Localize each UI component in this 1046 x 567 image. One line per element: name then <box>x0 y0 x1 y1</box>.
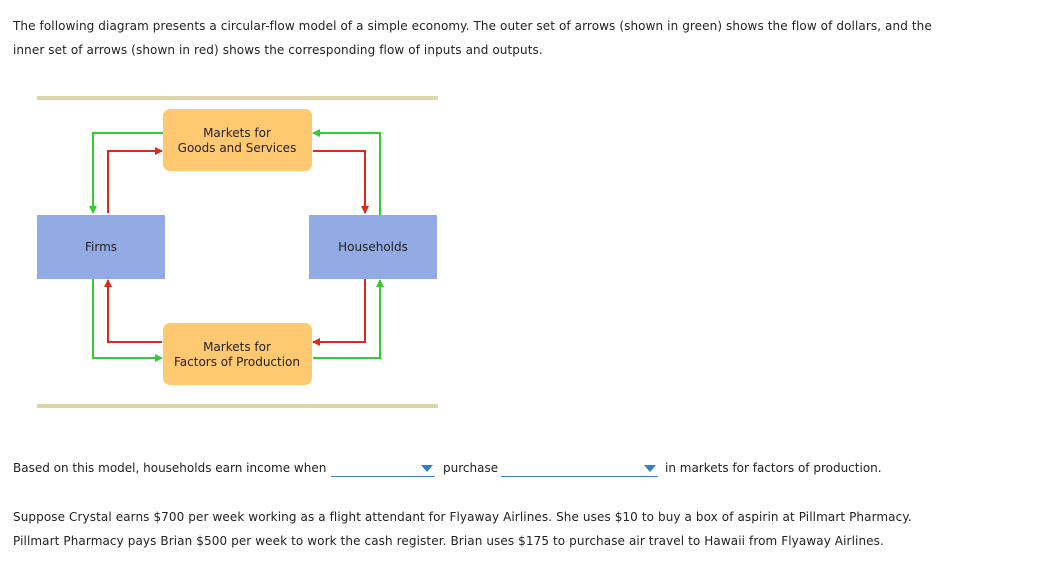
dropdown-earners[interactable] <box>331 460 435 477</box>
money-arrow-factors-to-households <box>313 279 384 359</box>
goods-market-label-2: Goods and Services <box>178 141 297 155</box>
factors-market-box <box>163 323 312 385</box>
story-line-1: Suppose Crystal earns $700 per week work… <box>13 510 912 524</box>
bottom-divider <box>37 404 438 408</box>
money-arrow-households-to-goods <box>312 129 381 215</box>
money-arrow-firms-to-factors <box>92 279 163 362</box>
chevron-down-icon <box>644 465 656 472</box>
top-divider <box>37 96 438 100</box>
question-prefix: Based on this model, households earn inc… <box>13 461 327 475</box>
goods-arrow-firms-to-goods-market <box>107 147 163 213</box>
dropdown-purchase[interactable] <box>501 460 658 477</box>
question-suffix: in markets for factors of production. <box>665 461 882 475</box>
goods-arrow-goods-market-to-households <box>313 150 369 214</box>
intro-line-1: The following diagram presents a circula… <box>13 19 932 33</box>
chevron-down-icon <box>421 465 433 472</box>
intro-line-2: inner set of arrows (shown in red) shows… <box>13 43 543 57</box>
money-arrow-goods-to-firms <box>89 132 163 214</box>
households-box <box>309 215 437 279</box>
factors-market-label-2: Factors of Production <box>174 355 300 369</box>
story-text: Suppose Crystal earns $700 per week work… <box>13 505 1033 553</box>
households-label: Households <box>338 240 408 254</box>
inputs-arrow-households-to-factors <box>312 279 366 346</box>
factors-market-label-1: Markets for <box>203 340 271 354</box>
goods-market-label-1: Markets for <box>203 126 271 140</box>
intro-text: The following diagram presents a circula… <box>13 14 1013 62</box>
question-middle: purchase <box>443 461 499 475</box>
firms-label: Firms <box>85 240 117 254</box>
firms-box <box>37 215 165 279</box>
goods-market-box <box>163 109 312 171</box>
inputs-arrow-factors-to-firms <box>104 279 162 343</box>
story-line-2: Pillmart Pharmacy pays Brian $500 per we… <box>13 534 884 548</box>
